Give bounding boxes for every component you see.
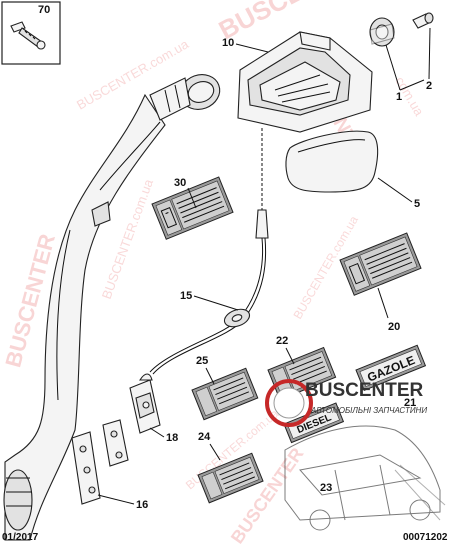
label-20 xyxy=(339,232,422,296)
logo-subtitle: АВТОМОБІЛЬНІ ЗАПЧАСТИНИ xyxy=(310,406,427,415)
part-18-release-lever xyxy=(129,373,161,434)
label-24 xyxy=(197,452,264,504)
van-sketch xyxy=(284,425,446,531)
footer-date: 01/2017 xyxy=(2,532,39,543)
callout-25: 25 xyxy=(196,355,208,367)
part-2-clip xyxy=(412,12,434,29)
filler-neck-cap-end xyxy=(149,74,221,121)
callout-30: 30 xyxy=(174,177,186,189)
logo-title: BUSCENTER xyxy=(305,380,424,401)
part-70-screw-box: 70 xyxy=(1,1,61,65)
label-30 xyxy=(151,176,234,240)
callout-16: 16 xyxy=(136,499,148,511)
part-1-grommet xyxy=(369,17,395,47)
callout-70: 70 xyxy=(38,4,50,16)
callout-1: 1 xyxy=(396,91,402,103)
callout-23: 23 xyxy=(320,482,332,494)
part-5-flap-door xyxy=(285,130,379,193)
pipe-lower-end xyxy=(3,469,33,531)
part-16-bracket xyxy=(71,419,129,505)
callout-15: 15 xyxy=(180,290,192,302)
callout-18: 18 xyxy=(166,432,178,444)
screw-icon xyxy=(10,21,46,50)
footer-ref: 00071202 xyxy=(403,532,448,543)
callout-20: 20 xyxy=(388,321,400,333)
label-25 xyxy=(191,367,259,421)
part-10-flap-housing xyxy=(237,31,373,133)
callout-22: 22 xyxy=(276,335,288,347)
callout-5: 5 xyxy=(414,198,420,210)
callout-10: 10 xyxy=(222,37,234,49)
callout-2: 2 xyxy=(426,80,432,92)
tag-21-gazole: GAZOLE xyxy=(355,344,427,392)
callout-24: 24 xyxy=(198,431,211,443)
pipe-bracket xyxy=(91,201,111,227)
filler-neck-pipe xyxy=(3,74,221,541)
callout-21: 21 xyxy=(404,397,416,409)
buscenter-logo: BUSCENTER АВТОМОБІЛЬНІ ЗАПЧАСТИНИ xyxy=(265,379,427,427)
logo-ring xyxy=(265,379,313,427)
part-15-release-cable xyxy=(149,128,269,375)
